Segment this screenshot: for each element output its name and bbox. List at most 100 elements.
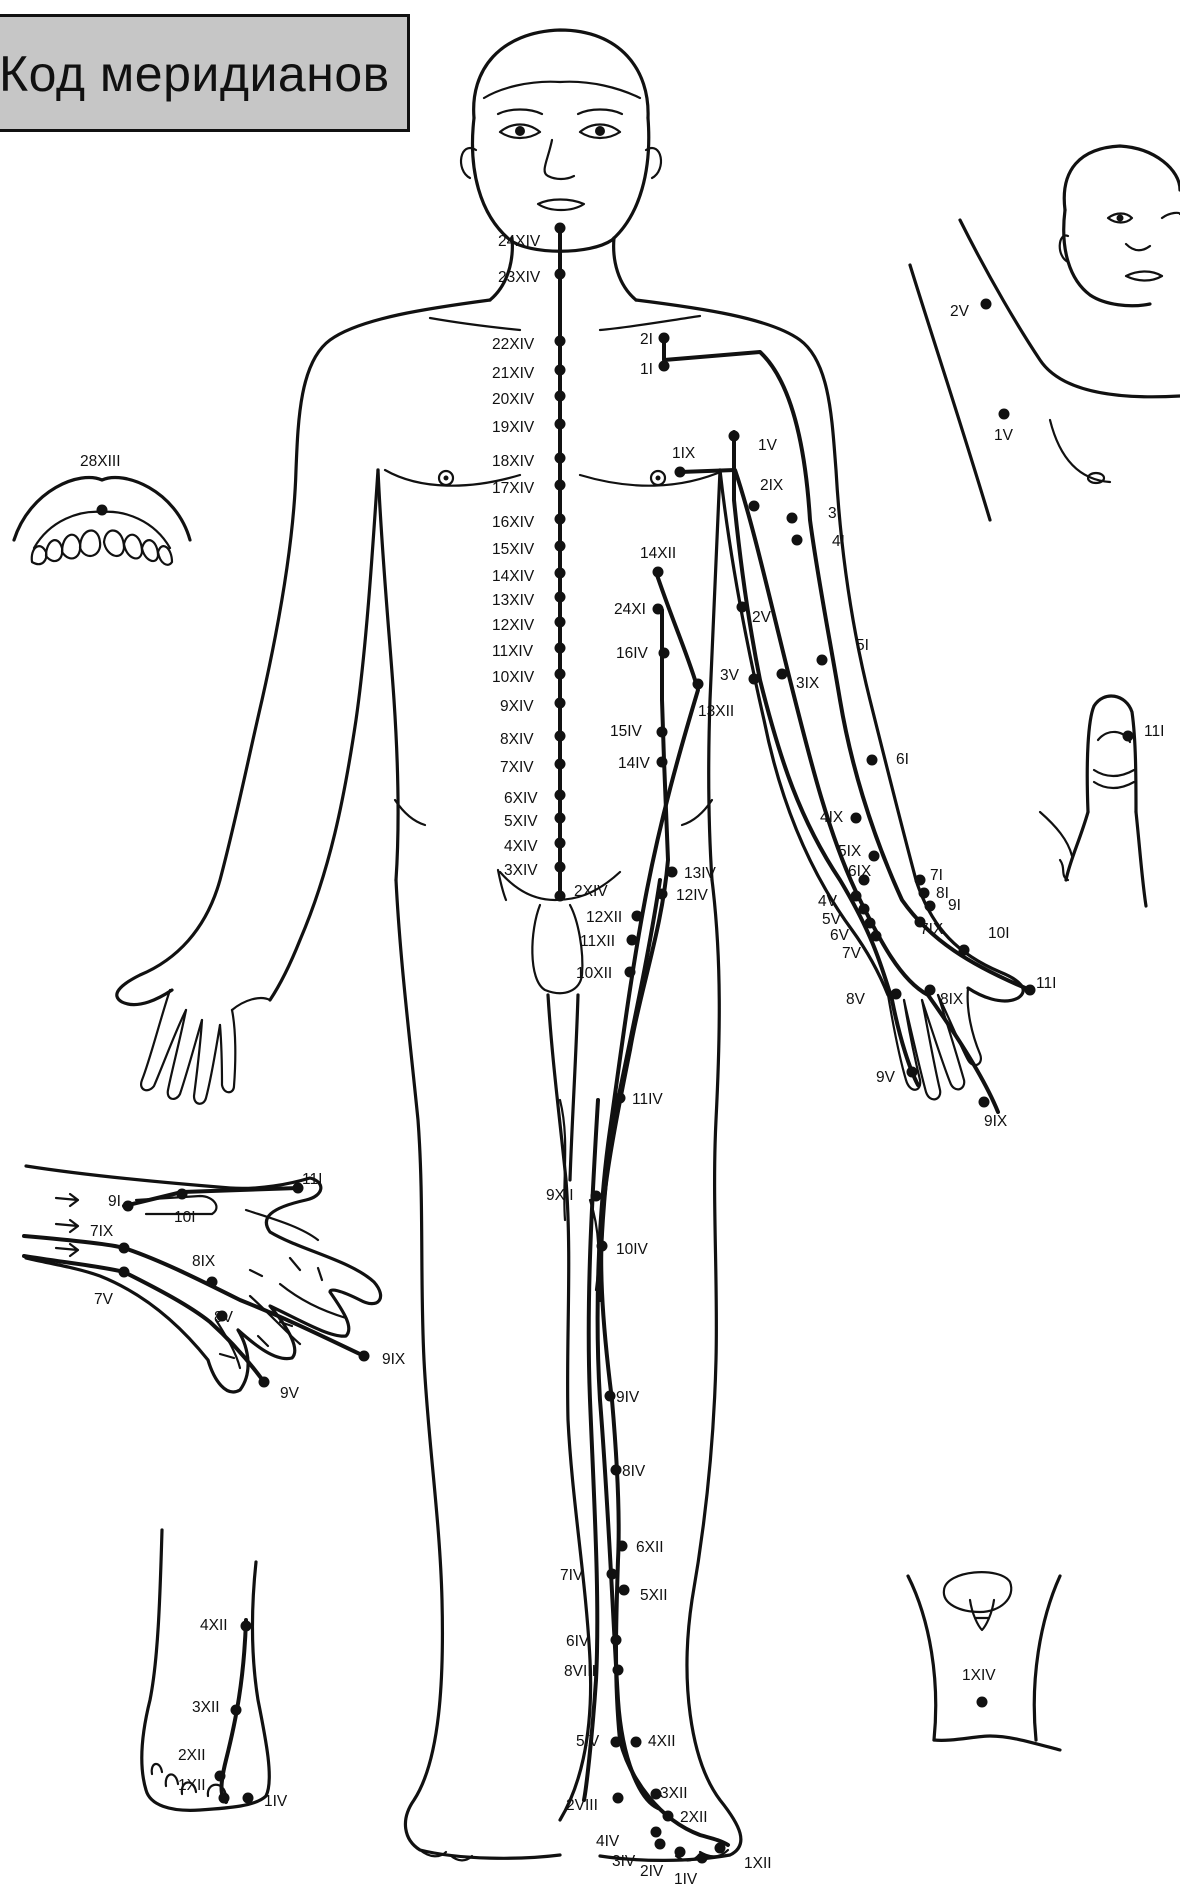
mouth-acupoint-28xiii-marker: [97, 505, 108, 516]
acupoint-8i-marker: [919, 888, 930, 899]
acupoint-12xii-label: 12XII: [586, 909, 622, 926]
acupoint-8v-label: 8V: [846, 991, 866, 1008]
foot-acupoint-4xii-marker: [241, 1621, 252, 1632]
hand-acupoint-10i-label: 10I: [174, 1209, 196, 1226]
acupoint-8viii-marker: [613, 1665, 624, 1676]
foot-acupoint-1xii-label: 1XII: [178, 1777, 206, 1794]
acupoint-21xiv-marker: [555, 365, 566, 376]
acupoint-5i-marker: [817, 655, 828, 666]
acupoint-13iv-marker: [667, 867, 678, 878]
acupoint-5ix-marker: [869, 851, 880, 862]
perineum-acupoint-1xiv-label: 1XIV: [962, 1667, 996, 1684]
acupoint-6iv-label: 6IV: [566, 1633, 590, 1650]
acupoint-4xii-label: 4XII: [648, 1733, 676, 1750]
inset-mouth: [14, 478, 190, 565]
acupoint-5xii-label: 5XII: [640, 1587, 668, 1604]
head-acupoint-1v-label: 1V: [994, 427, 1014, 444]
foot-acupoint-3xii-label: 3XII: [192, 1699, 220, 1716]
acupoint-2xii-label: 2XII: [680, 1809, 708, 1826]
acupoint-5xii-marker: [619, 1585, 630, 1596]
acupoint-2viii-marker: [613, 1793, 624, 1804]
hand-acupoint-9ix-label: 9IX: [382, 1351, 406, 1368]
acupoint-2i-marker: [659, 333, 670, 344]
acupoint-8iv-marker: [611, 1465, 622, 1476]
acupoint-6xii-label: 6XII: [636, 1539, 664, 1556]
acupoint-9i-marker: [925, 901, 936, 912]
foot-acupoint-3xii-marker: [231, 1705, 242, 1716]
acupoint-18xiv-label: 18XIV: [492, 453, 535, 470]
acupoint-19xiv-marker: [555, 419, 566, 430]
hand-acupoint-8ix-marker: [207, 1277, 218, 1288]
acupoint-1xii-marker: [715, 1843, 726, 1854]
acupoint-9xii-marker: [591, 1191, 602, 1202]
acupoint-8i-label: 8I: [936, 885, 949, 902]
acupoint-11iv-marker: [615, 1093, 626, 1104]
acupoint-8v-marker: [891, 989, 902, 1000]
acupoint-8xiv-label: 8XIV: [500, 731, 534, 748]
acupoint-1i-marker: [659, 361, 670, 372]
hand-acupoint-10i-marker: [177, 1189, 188, 1200]
meridian-lines: [560, 228, 1030, 1845]
acupoint-2xiv-marker: [555, 891, 566, 902]
acupoint-2ix-marker: [749, 501, 760, 512]
acupoint-10i-label: 10I: [988, 925, 1010, 942]
acupoint-4i-label: 4I: [832, 533, 845, 550]
acupoint-10xii-label: 10XII: [576, 965, 612, 982]
acupoint-1ix-marker: [675, 467, 686, 478]
acupoint-14xiv-label: 14XIV: [492, 568, 535, 585]
inset-thumb: [1040, 696, 1146, 906]
inset-perineum: [908, 1572, 1060, 1750]
hand-acupoint-8v-label: 8V: [214, 1309, 234, 1326]
acupoint-4ix-marker: [851, 813, 862, 824]
acupoint-11iv-label: 11IV: [632, 1091, 663, 1108]
acupoint-9v-marker: [907, 1067, 918, 1078]
acupoint-22xiv-marker: [555, 336, 566, 347]
acupoint-8xiv-marker: [555, 731, 566, 742]
acupoint-3ix-marker: [777, 669, 788, 680]
foot-acupoint-1xii-marker: [219, 1793, 230, 1804]
acupoint-14iv-label: 14IV: [618, 755, 651, 772]
acupoint-6v-label: 6V: [830, 927, 850, 944]
acupoint-16xiv-marker: [555, 514, 566, 525]
acupoint-5v-label: 5V: [822, 911, 842, 928]
acupoint-1iv-marker: [697, 1853, 708, 1864]
acupoint-5iv-label: 5IV: [576, 1733, 600, 1750]
acupoint-9xiv-marker: [555, 698, 566, 709]
acupoint-5xiv-label: 5XIV: [504, 813, 538, 830]
acupoint-7ix-label: 7IX: [920, 921, 944, 938]
acupoint-9ix-label: 9IX: [984, 1113, 1008, 1130]
hand-acupoint-7v-label: 7V: [94, 1291, 114, 1308]
acupoint-4i-marker: [792, 535, 803, 546]
acupoint-9xiv-label: 9XIV: [500, 698, 534, 715]
acupoint-2v-marker: [737, 602, 748, 613]
acupoint-1v-marker: [729, 431, 740, 442]
acupoint-23xiv-label: 23XIV: [498, 269, 541, 286]
acupoint-4iv-marker: [651, 1827, 662, 1838]
acupoint-24xi-marker: [653, 604, 664, 615]
acupoint-13xiv-marker: [555, 592, 566, 603]
hand-acupoint-9v-label: 9V: [280, 1385, 300, 1402]
acupoint-15xiv-label: 15XIV: [492, 541, 535, 558]
perineum-acupoint-1xiv-marker: [977, 1697, 988, 1708]
acupoint-7xiv-label: 7XIV: [500, 759, 534, 776]
acupoint-3i-label: 3I: [828, 505, 841, 522]
acupoint-14xii-label: 14XII: [640, 545, 676, 562]
acupoint-18xiv-marker: [555, 453, 566, 464]
head-acupoint-2v-marker: [981, 299, 992, 310]
acupoint-3ix-label: 3IX: [796, 675, 820, 692]
acupoint-3xiv-marker: [555, 862, 566, 873]
hand-acupoint-9i-marker: [123, 1201, 134, 1212]
inset-foot: [142, 1530, 269, 1810]
acupoint-12iv-marker: [657, 889, 668, 900]
acupoint-9xii-label: 9XII: [546, 1187, 574, 1204]
thumb-acupoint-11i-marker: [1123, 731, 1134, 742]
acupoint-24xiv-label: 24XIV: [498, 233, 541, 250]
acupoint-8iv-label: 8IV: [622, 1463, 646, 1480]
hand-acupoint-11i-label: 11I: [302, 1171, 322, 1188]
acupoint-7v-label: 7V: [842, 945, 862, 962]
acupoint-7iv-label: 7IV: [560, 1567, 584, 1584]
acupoint-10xii-marker: [625, 967, 636, 978]
acupoint-1v-label: 1V: [758, 437, 778, 454]
acupoint-13xiv-label: 13XIV: [492, 592, 535, 609]
acupoint-9ix-marker: [979, 1097, 990, 1108]
